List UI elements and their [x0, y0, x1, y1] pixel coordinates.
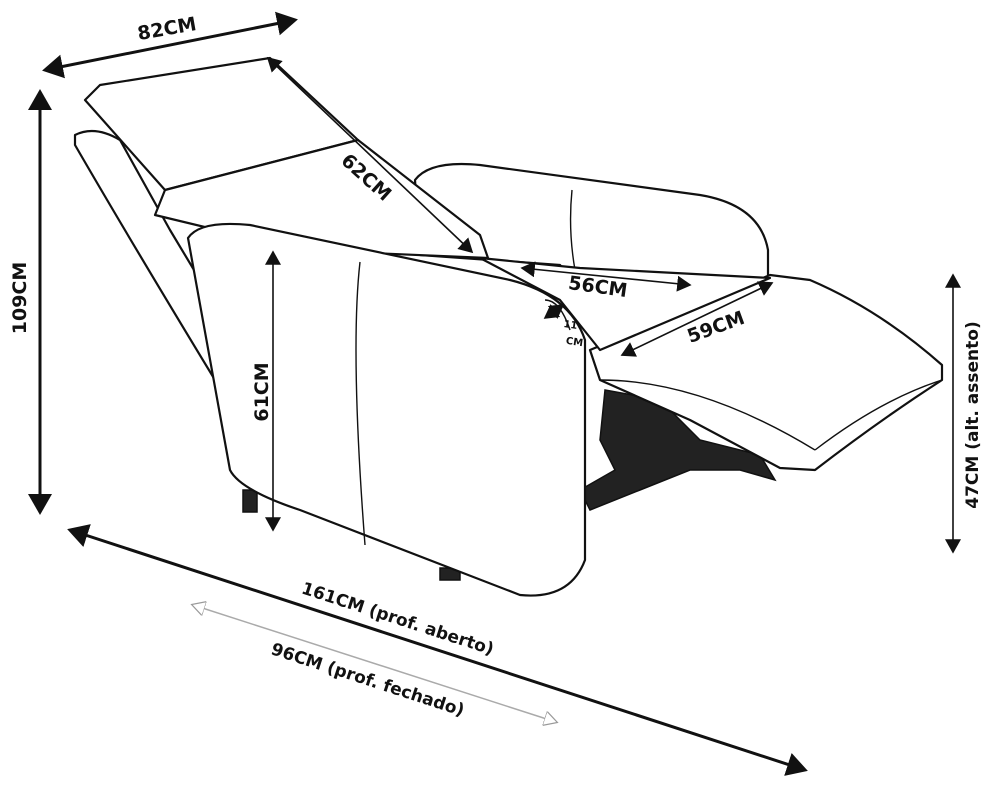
recliner-chair-drawing	[73, 56, 944, 597]
backrest-arrow	[266, 56, 474, 254]
width-arrow	[42, 11, 298, 79]
backrest	[73, 129, 242, 442]
arm-height-label: 61CM	[251, 362, 273, 421]
depth-open-label: 161CM (prof. aberto)	[299, 579, 496, 660]
depth-open-arrow	[67, 524, 808, 776]
seat-height-label: 47CM (alt. assento)	[963, 321, 983, 508]
arm-width-label-top: 11	[563, 319, 578, 332]
depth-closed-arrow	[193, 605, 556, 722]
footrest-arrow	[620, 281, 774, 357]
arm-width-arrow	[543, 304, 565, 319]
depth-closed-label: 96CM (prof. fechado)	[268, 640, 466, 721]
height-label: 109CM	[9, 262, 31, 335]
arm-width-label-bottom: CM	[565, 336, 584, 349]
